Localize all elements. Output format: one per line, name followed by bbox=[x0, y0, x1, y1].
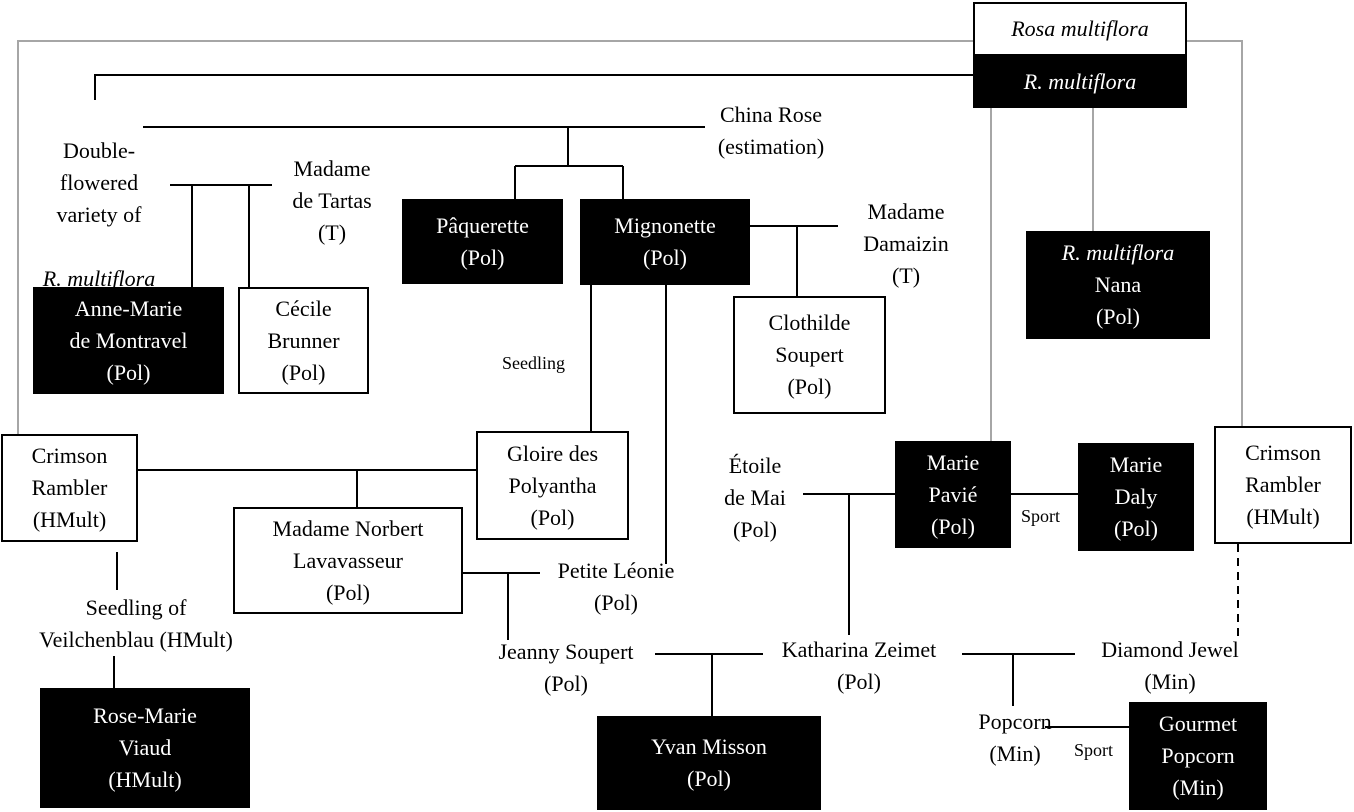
node-cecile-brunner: Cécile Brunner (Pol) bbox=[238, 287, 369, 394]
node-marie-pavie: Marie Pavié (Pol) bbox=[895, 441, 1011, 548]
label-sport-daly: Sport bbox=[1021, 506, 1061, 526]
node-anne-marie-de-montravel: Anne-Marie de Montravel (Pol) bbox=[33, 287, 224, 394]
grey-line-left bbox=[17, 40, 975, 435]
label-seedling: Seedling bbox=[502, 353, 565, 373]
node-madame-norbert-lavavasseur: Madame Norbert Lavavasseur (Pol) bbox=[233, 507, 463, 614]
node-yvan-misson: Yvan Misson (Pol) bbox=[597, 716, 821, 810]
node-china-rose: China Rose (estimation) bbox=[717, 102, 825, 159]
node-mignonette: Mignonette (Pol) bbox=[580, 199, 750, 285]
label-sport-popcorn: Sport bbox=[1074, 740, 1114, 760]
node-etoile-de-mai: Étoile de Mai (Pol) bbox=[724, 453, 786, 542]
line-rmult-double bbox=[94, 74, 975, 100]
node-rose-marie-viaud: Rose-Marie Viaud (HMult) bbox=[40, 688, 250, 808]
nana-species: R. multiflora bbox=[1061, 240, 1175, 265]
nana-rest: Nana (Pol) bbox=[1094, 272, 1142, 329]
node-jeanny-soupert: Jeanny Soupert (Pol) bbox=[498, 639, 634, 696]
node-crimson-rambler-right: Crimson Rambler (HMult) bbox=[1214, 426, 1352, 544]
node-crimson-rambler-left: Crimson Rambler (HMult) bbox=[1, 434, 138, 542]
grey-connectors bbox=[17, 40, 1243, 441]
black-connectors bbox=[94, 74, 1130, 728]
node-petite-leonie: Petite Léonie (Pol) bbox=[557, 558, 675, 615]
node-double-flowered: Double- flowered variety of R. multiflor… bbox=[14, 103, 184, 327]
node-gloire-des-polyantha: Gloire des Polyantha (Pol) bbox=[476, 431, 629, 540]
node-paquerette: Pâquerette (Pol) bbox=[402, 199, 563, 284]
node-madame-de-tartas: Madame de Tartas (T) bbox=[292, 156, 372, 245]
double-flowered-species: R. multiflora bbox=[42, 266, 156, 291]
node-clothilde-soupert: Clothilde Soupert (Pol) bbox=[733, 296, 886, 414]
node-katharina-zeimet: Katharina Zeimet (Pol) bbox=[781, 637, 937, 694]
node-r-multiflora: R. multiflora bbox=[973, 56, 1187, 108]
node-popcorn: Popcorn (Min) bbox=[978, 709, 1052, 766]
node-madame-damaizin: Madame Damaizin (T) bbox=[863, 199, 949, 288]
grey-line-right bbox=[1185, 40, 1243, 427]
double-flowered-text: Double- flowered variety of bbox=[56, 138, 142, 227]
node-rosa-multiflora-title: Rosa multiflora bbox=[973, 2, 1187, 56]
node-seedling-of-veilchenblau: Seedling of Veilchenblau (HMult) bbox=[39, 595, 233, 652]
node-r-multiflora-nana: R. multiflora Nana (Pol) bbox=[1026, 231, 1210, 339]
node-gourmet-popcorn: Gourmet Popcorn (Min) bbox=[1129, 702, 1267, 810]
node-marie-daly: Marie Daly (Pol) bbox=[1078, 443, 1194, 551]
node-diamond-jewel: Diamond Jewel (Min) bbox=[1101, 637, 1239, 694]
